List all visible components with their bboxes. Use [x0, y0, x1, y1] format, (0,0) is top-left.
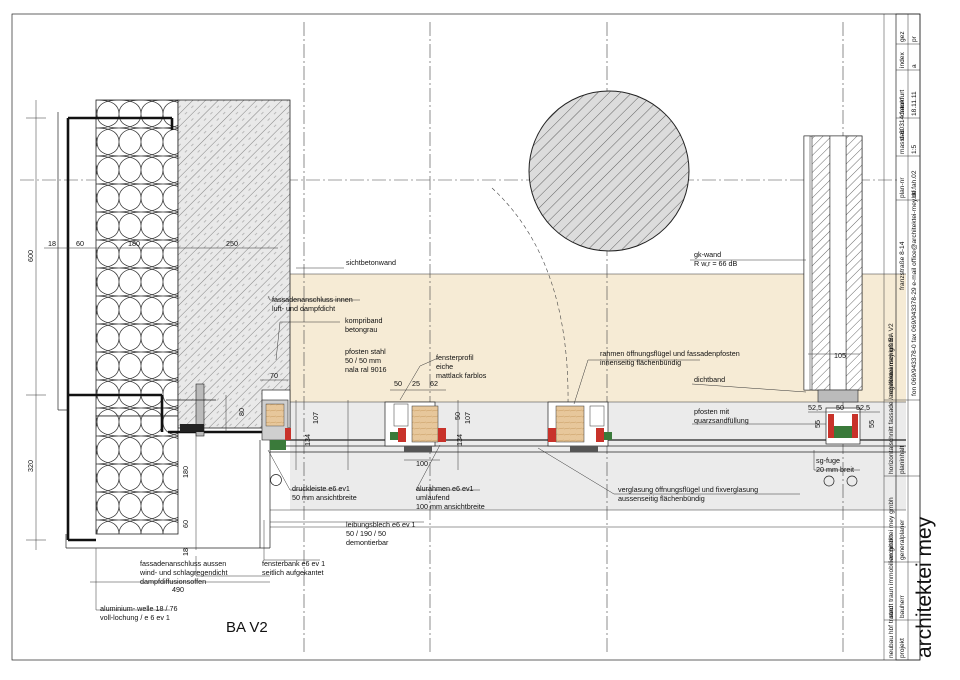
dim-107a: 107 [311, 412, 320, 424]
dim-490: 490 [172, 585, 184, 594]
dim-60v: 60 [181, 520, 190, 528]
label-alurahmen-2: umlaufend [416, 493, 450, 502]
tb-logo: architektei mey [913, 516, 936, 658]
label-fassadenanschluss-aussen-2: wind- und schlagregendicht [139, 568, 228, 577]
tb-index-label: index [899, 52, 906, 68]
dim-180: 180 [128, 239, 140, 248]
tb-bauherr-value: stadt traun immobilien gmbh [888, 535, 895, 618]
thermal-insulation [95, 99, 179, 417]
tb-planinhalt-value: horizontalschnitt fassade / regelbauansc… [888, 323, 895, 474]
dim-52-5b: 52,5 [856, 403, 870, 412]
label-pfosten-mit: pfosten mit [694, 407, 729, 416]
dim-18: 18 [48, 239, 56, 248]
label-gk-wand-2: R w,r = 66 dB [694, 259, 738, 268]
label-fassadenanschluss-innen: fassadenanschluss innen [272, 295, 353, 304]
tb-datum-label: datum [899, 97, 906, 116]
label-fensterbank-2: seitlich aufgekantet [262, 568, 324, 577]
label-fensterprofil-2: eiche [436, 362, 453, 371]
label-pfosten-stahl-2: 50 / 50 mm [345, 356, 381, 365]
dim-18v: 18 [181, 548, 190, 556]
dim-60: 60 [76, 239, 84, 248]
dim-320: 320 [26, 460, 35, 472]
dim-134a: 134 [303, 434, 312, 446]
label-fassadenanschluss-aussen-3: dampfdiffusionsoffen [140, 577, 206, 586]
label-sichtbetonwand: sichtbetonwand [346, 258, 396, 267]
round-column [528, 90, 690, 252]
dim-105: 105 [834, 351, 846, 360]
label-dichtband: dichtband [694, 375, 725, 384]
label-pfosten-mit-2: quarzsandfüllung [694, 416, 749, 425]
dim-70: 70 [270, 371, 278, 380]
dim-107b: 107 [463, 412, 472, 424]
tb-gez-value: pr [911, 35, 918, 42]
dim-55b: 55 [867, 420, 876, 428]
tb-datum-value: 18.11.11 [911, 91, 918, 116]
door-swing-arc [491, 187, 569, 406]
tb-plan-nr-label: plan-nr [899, 177, 906, 198]
tb-plan-nr-value: htf.fah.02 [911, 170, 918, 198]
dim-100: 100 [416, 459, 428, 468]
dim-25: 25 [412, 379, 420, 388]
tb-office-3: d-60314 frankfurt [899, 90, 906, 140]
dim-52-5a: 52,5 [808, 403, 822, 412]
label-sg-fuge-2: 20 mm breit [816, 465, 854, 474]
label-leibungsblech: leibungsblech e6 ev 1 [346, 520, 416, 529]
label-leibungsblech-3: demontierbar [346, 538, 389, 547]
label-fassadenanschluss-aussen: fassadenanschluss aussen [140, 559, 226, 568]
dim-50a: 50 [394, 379, 402, 388]
label-alurahmen-3: 100 mm ansichtbreite [416, 502, 485, 511]
label-aluminium-welle-2: voll-lochung / e 6 ev 1 [100, 613, 170, 622]
label-aluminium-welle: aluminium- welle 18 / 76 [100, 604, 178, 613]
label-verglasung: verglasung öffnungsflügel und fixverglas… [618, 485, 758, 494]
label-alurahmen: alurahmen e6 ev1 [416, 484, 474, 493]
concrete-wall [177, 99, 291, 429]
dim-50c: 50 [836, 403, 844, 412]
dim-80: 80 [237, 408, 246, 416]
label-pfosten-stahl: pfosten stahl [345, 347, 386, 356]
tb-office-4: fon 069/943378-0 fax 069/943378-29 e-mai… [911, 190, 918, 396]
label-kompriband: kompriband [345, 316, 383, 325]
tb-bauherr-label: bauherr [899, 594, 906, 618]
dim-180v: 180 [181, 466, 190, 478]
label-pfosten-stahl-3: nala ral 9016 [345, 365, 387, 374]
dim-55a: 55 [813, 420, 822, 428]
label-rahmen-2: innenseitig flächenbündig [600, 358, 681, 367]
tb-generalplaner-value: architektei mey gmbh [888, 497, 895, 560]
label-verglasung-2: aussenseitig flächenbündig [618, 494, 705, 503]
title-block [883, 13, 921, 661]
label-fensterprofil: fensterprofil [436, 353, 474, 362]
dim-62: 62 [430, 379, 438, 388]
interior-zone-band [290, 274, 906, 402]
label-druckleiste-2: 50 mm ansichtbreite [292, 493, 357, 502]
label-fensterprofil-3: mattlack farblos [436, 371, 487, 380]
label-sg-fuge: sg-fuge [816, 456, 840, 465]
tb-massstab-label: masstab [899, 129, 906, 154]
dim-250: 250 [226, 239, 238, 248]
label-kompriband-2: betongrau [345, 325, 377, 334]
tb-generalplaner-label: generalplaner [899, 519, 906, 560]
label-druckleiste: druckleiste e6 ev1 [292, 484, 350, 493]
tb-office-1: architektei mey gmbh [888, 335, 895, 398]
tb-office-2: franzstraße 8-14 [899, 241, 906, 290]
tb-index-value: a [911, 64, 918, 68]
dim-50b: 50 [453, 412, 462, 420]
tb-projekt-label: projekt [899, 638, 906, 658]
dim-134b: 134 [455, 434, 464, 446]
dim-600: 600 [26, 250, 35, 262]
label-leibungsblech-2: 50 / 190 / 50 [346, 529, 386, 538]
tb-gez-label: gez [899, 31, 906, 42]
label-fassadenanschluss-innen-2: luft- und dampfdicht [272, 304, 335, 313]
tb-projekt-value: neubau hbf traun [888, 608, 895, 658]
label-gk-wand: gk-wand [694, 250, 721, 259]
tb-planinhalt-label: planinhalt [899, 446, 906, 474]
drawing-title: BA V2 [226, 619, 268, 636]
label-fensterbank: fensterbank e6 ev 1 [262, 559, 325, 568]
label-rahmen: rahmen öffnungsflügel und fassadenpfoste… [600, 349, 740, 358]
thermal-insulation-lower [95, 415, 179, 535]
tb-massstab-value: 1:5 [911, 145, 918, 154]
